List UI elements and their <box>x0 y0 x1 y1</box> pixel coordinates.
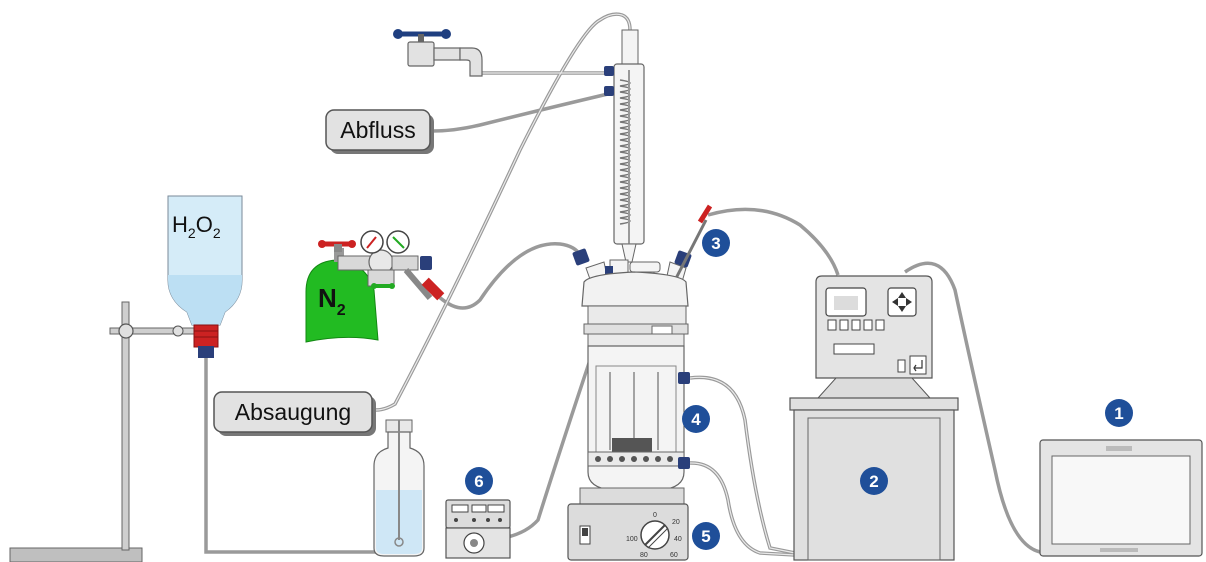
enter-key-icon <box>909 355 927 375</box>
reagent-bottle: H2O2 <box>167 195 243 358</box>
glass-reactor <box>572 204 713 505</box>
svg-text:N2: N2 <box>318 283 346 319</box>
dial-mark-20: 20 <box>672 519 680 526</box>
tubing-highlights <box>375 13 796 556</box>
reagent-label-sub2: 2 <box>213 225 221 241</box>
suction-label: Absaugung <box>235 399 351 425</box>
retort-stand <box>9 301 203 562</box>
gas-cylinder: N2 <box>305 248 379 343</box>
reagent-label-base: H <box>172 212 188 237</box>
svg-text:1: 1 <box>1114 404 1123 423</box>
drain-label-box: Abfluss <box>325 109 434 154</box>
dial-mark-80: 80 <box>640 552 648 559</box>
water-tap-icon <box>393 29 483 77</box>
pressure-gauge-icon <box>360 230 410 254</box>
badge-2: 2 <box>860 467 888 495</box>
wash-bottle <box>373 419 425 557</box>
dial-mark-40: 40 <box>674 536 682 543</box>
laptop-icon <box>1039 439 1203 557</box>
reagent-label-sub1: 2 <box>188 225 196 241</box>
pump <box>445 499 511 559</box>
svg-text:H2O2: H2O2 <box>172 212 221 241</box>
badge-6: 6 <box>465 467 493 495</box>
drain-label: Abfluss <box>340 117 415 143</box>
thermostat <box>789 275 959 561</box>
dial-mark-60: 60 <box>670 552 678 559</box>
badge-5: 5 <box>692 522 720 550</box>
suction-label-box: Absaugung <box>213 391 376 436</box>
badge-1: 1 <box>1105 399 1133 427</box>
svg-text:6: 6 <box>474 472 483 491</box>
gas-label-base: N <box>318 283 337 313</box>
magnetic-stirrer: 0 20 40 60 80 100 <box>567 503 689 561</box>
svg-text:3: 3 <box>711 234 720 253</box>
badge-4: 4 <box>682 405 710 433</box>
dial-mark-0: 0 <box>653 512 657 519</box>
gas-label-sub: 2 <box>337 302 346 319</box>
svg-text:5: 5 <box>701 527 710 546</box>
reflux-condenser <box>604 29 645 263</box>
reagent-label-mid: O <box>196 212 213 237</box>
four-arrow-keypad-icon <box>887 287 917 317</box>
dial-mark-100: 100 <box>626 536 638 543</box>
pressure-regulator <box>337 249 445 301</box>
valve-handle-icon <box>318 240 356 252</box>
badge-3: 3 <box>702 229 730 257</box>
svg-text:2: 2 <box>869 472 878 491</box>
svg-text:4: 4 <box>691 410 701 429</box>
